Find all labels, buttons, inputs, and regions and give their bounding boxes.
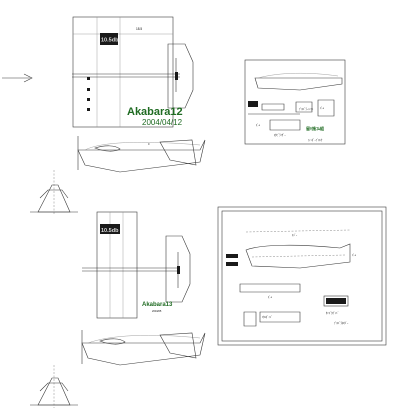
plane2-wing — [96, 211, 138, 319]
plane2-launcher-detail — [30, 365, 78, 408]
parts2-label-b: ｽﾞﾑ — [268, 295, 273, 299]
parts2-label-e: ﾌﾟﾛﾍﾟﾗﾎﾙﾀﾞｰ — [334, 321, 349, 325]
parts1-frame — [244, 59, 346, 145]
parts2-fuselage-label: ｽﾊﾟｰ — [292, 233, 298, 237]
parts1-label-a: ﾌﾟﾛﾍﾟﾗｰｼｬﾌﾄ — [299, 107, 314, 111]
plane1-side-view: 0 — [77, 136, 206, 173]
parts1-fuselage-blank — [254, 77, 343, 91]
plane2-stabilizer — [165, 235, 191, 303]
plane1-top-view: 10.5db 18.5 Akabara12 2004/04/12 — [72, 16, 194, 128]
plane2-wing-span-label: 10.5db — [101, 228, 119, 234]
parts1-label-b: ｺﾞﾑ — [320, 107, 325, 110]
parts2-label-a: ｺﾞﾑ — [352, 254, 357, 257]
plane1-wing — [72, 16, 174, 128]
parts1-label-d: ｽﾀﾋﾞﾗｲｻﾞｰ — [274, 133, 286, 137]
plane1-stabilizer — [167, 43, 194, 109]
plane1-title: Akabara12 — [127, 106, 183, 118]
parts2-inner-frame — [221, 210, 383, 342]
parts2-fuselage-blank — [245, 243, 351, 269]
parts2-panel: ｽﾊﾟｰ ｺﾞﾑ ｽﾞﾑ ﾒﾀﾙｶﾞｲﾄﾞ ﾀｲｺﾞｸｶﾞｲﾄﾞ ﾌﾟﾛﾍﾟﾗﾎ… — [217, 206, 387, 346]
plane2-subtitle: 2004/05 — [152, 309, 162, 313]
parts1-heading: 留ｷ施ｺﾑ組 — [306, 125, 324, 131]
parts2-label-c: ﾒﾀﾙｶﾞｲﾄﾞ — [262, 315, 272, 319]
parts1-label-c: ｽﾞﾑ — [256, 123, 261, 127]
plane1-nose-label: 18.5 — [136, 27, 142, 31]
parts2-outer-frame — [217, 206, 387, 346]
plane1-date: 2004/04/12 — [142, 118, 183, 127]
plane2-top-view: 10.5db Akabara13 2004/05 — [82, 211, 191, 319]
parts1-label-f: ﾌｨﾝｶﾞｰﾌﾞﾛｯｸ — [308, 138, 323, 142]
parts2-label-d: ﾀｲｺﾞｸｶﾞｲﾄﾞ — [326, 311, 339, 315]
plane1-side-mark: 0 — [148, 142, 150, 146]
plane2-title: Akabara13 — [142, 302, 173, 308]
parts1-panel: ﾌﾟﾛﾍﾟﾗｰｼｬﾌﾄ ｺﾞﾑ ｽﾞﾑ ｽﾀﾋﾞﾗｲｻﾞｰ 留ｷ施ｺﾑ組 ﾌｨﾝ… — [244, 59, 346, 145]
plane2-side-view — [81, 330, 206, 366]
direction-arrow-icon — [2, 73, 33, 83]
plane1-wing-span-label: 10.5db — [101, 38, 119, 44]
plane1-launcher-detail — [30, 170, 78, 215]
